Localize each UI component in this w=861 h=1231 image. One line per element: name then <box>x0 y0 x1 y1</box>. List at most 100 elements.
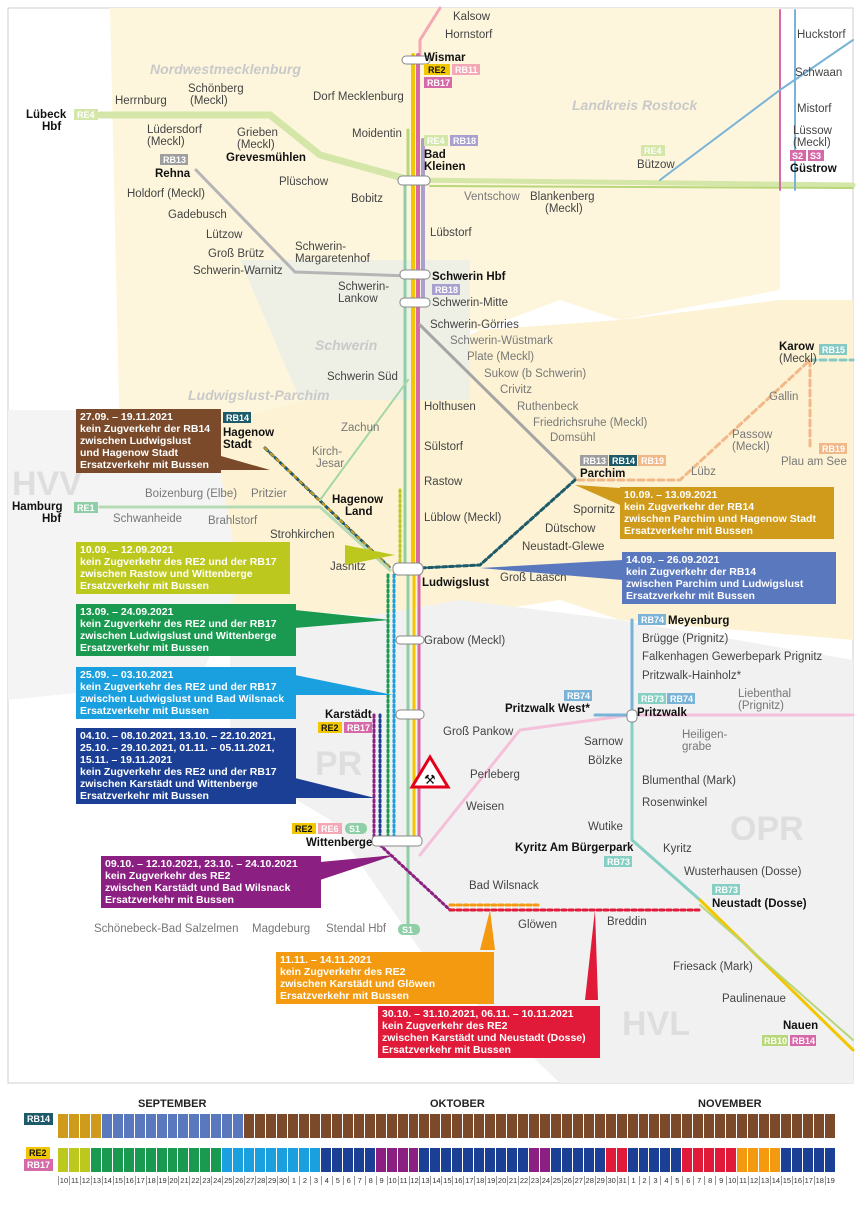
cal-day-number: 18 <box>813 1176 824 1185</box>
badge-rb73-pritzwalk: RB73 <box>641 694 664 704</box>
marker-schwerin-hbf <box>399 269 431 280</box>
station-friesack: Friesack (Mark) <box>673 961 753 973</box>
cal-cell-re2 <box>463 1148 475 1172</box>
station-grabow: Grabow (Meckl) <box>424 635 505 647</box>
badge-rb74-meyenburg-bg <box>638 614 666 625</box>
badge-re2-karstaedt-bg <box>318 722 342 733</box>
station-ludwigslust: Ludwigslust <box>422 577 489 589</box>
cal-cell-re2 <box>266 1148 278 1172</box>
badge-s2: S2 <box>792 151 803 161</box>
cal-cell-re2 <box>288 1148 299 1172</box>
cal-cell-rb14 <box>802 1114 814 1138</box>
cal-day-number: 27 <box>244 1176 255 1185</box>
cal-cell-re2 <box>375 1148 387 1172</box>
cal-cell-rb14 <box>320 1114 332 1138</box>
area-rostock <box>440 8 780 330</box>
notice-re2-karstaedt-neustadt: 30.10. – 31.10.2021, 06.11. – 10.11.2021… <box>378 1006 600 1058</box>
cal-cell-rb14 <box>178 1114 190 1138</box>
line-badges: RE2 RB11 RB17 RE4 RE4 RB18 RE4 RB13 RB18… <box>74 64 847 1046</box>
cal-cell-rb14 <box>375 1114 387 1138</box>
cal-day-number: 8 <box>364 1176 376 1185</box>
cal-day-number: 19 <box>485 1176 496 1185</box>
badge-rb13-rehna: RB13 <box>163 155 186 165</box>
cal-cell-rb14 <box>737 1114 749 1138</box>
notice-re2-karstaedt-badwilsnack: 09.10. – 12.10.2021, 23.10. – 24.10.2021… <box>101 856 321 908</box>
station-holdorf: Holdorf (Meckl) <box>127 188 205 200</box>
badge-rb74-west: RB74 <box>567 691 590 701</box>
cal-day-number: 16 <box>791 1176 802 1185</box>
cal-cell-re2 <box>309 1148 321 1172</box>
cal-cell-re2 <box>189 1148 201 1172</box>
cal-cell-rb14 <box>430 1114 442 1138</box>
badge-rb18-shbf-bg <box>432 284 460 295</box>
cal-cell-rb14 <box>496 1114 508 1138</box>
cal-cell-rb14 <box>507 1114 519 1138</box>
badge-rb18-shbf: RB18 <box>435 285 458 295</box>
cal-cell-rb14 <box>726 1114 738 1138</box>
badge-rb74-pritzwalk: RB74 <box>670 694 693 704</box>
cal-cell-re2 <box>145 1148 157 1172</box>
region-hvl: HVL <box>622 1005 690 1043</box>
cal-cell-re2 <box>277 1148 289 1172</box>
cal-cell-rb14 <box>244 1114 256 1138</box>
cal-day-number: 5 <box>671 1176 682 1185</box>
station-pritzwalk-west: Pritzwalk West* <box>505 703 590 715</box>
station-blankenberg-1: Blankenberg <box>530 191 595 203</box>
cal-cell-rb14 <box>101 1114 113 1138</box>
marker-grabow <box>395 635 425 645</box>
cal-cell-re2 <box>594 1148 606 1172</box>
cal-cell-re2 <box>233 1148 245 1172</box>
station-luebz: Lübz <box>691 466 716 478</box>
cal-cell-re2 <box>769 1148 781 1172</box>
cal-cell-re2 <box>90 1148 102 1172</box>
badge-rb73-neustadt-bg <box>712 884 740 895</box>
station-wittenberge: Wittenberge <box>306 837 372 849</box>
cal-cell-re2 <box>353 1148 365 1172</box>
station-luessow-1: Lüssow <box>793 125 833 137</box>
cal-cell-re2 <box>255 1148 267 1172</box>
station-weisen: Weisen <box>466 801 504 813</box>
station-domsuehl: Domsühl <box>550 432 595 444</box>
cal-day-number: 15 <box>441 1176 452 1185</box>
station-kyritz: Kyritz <box>663 843 692 855</box>
cal-cell-re2 <box>200 1148 212 1172</box>
line-perleberg <box>418 713 855 857</box>
station-wusterhausen: Wusterhausen (Dosse) <box>684 866 802 878</box>
cal-cell-re2 <box>298 1148 310 1172</box>
cal-day-number: 17 <box>134 1176 145 1185</box>
cal-cell-rb14 <box>824 1114 836 1138</box>
station-hamburg-2: Hbf <box>42 513 61 525</box>
badge-s3-bg <box>808 150 824 161</box>
station-schwaan: Schwaan <box>795 67 842 79</box>
cal-day-number: 15 <box>780 1176 792 1185</box>
badge-s1-wb: S1 <box>349 824 360 834</box>
pointer-n5 <box>295 610 390 628</box>
cal-cell-re2 <box>178 1148 190 1172</box>
badge-rb15-bg <box>819 344 847 355</box>
cal-cell-re2 <box>452 1148 464 1172</box>
region-opr: OPR <box>730 810 804 848</box>
badge-rb13-parchim-bg <box>580 455 608 466</box>
cal-day-number: 12 <box>748 1176 759 1185</box>
station-neustadt-dosse: Neustadt (Dosse) <box>712 898 807 910</box>
cal-row-rb14 <box>58 1114 836 1138</box>
cal-day-number: 24 <box>539 1176 551 1185</box>
station-luebeck-2: Hbf <box>42 121 61 133</box>
cal-cell-re2 <box>496 1148 508 1172</box>
station-passow-2: (Meckl) <box>732 441 770 453</box>
cal-day-number: 11 <box>737 1176 748 1185</box>
cal-cell-rb14 <box>561 1114 573 1138</box>
station-bruegge: Brügge (Prignitz) <box>642 633 728 645</box>
cal-cell-rb14 <box>58 1114 69 1138</box>
badge-rb73-pritzwalk-bg <box>638 693 666 704</box>
station-blankenberg-2: (Meckl) <box>545 203 583 215</box>
badge-s3: S3 <box>810 151 821 161</box>
badge-re1: RE1 <box>77 503 95 513</box>
cal-cell-re2 <box>123 1148 135 1172</box>
cal-day-number: 16 <box>123 1176 134 1185</box>
cal-cell-re2 <box>693 1148 705 1172</box>
construction-warning-icon: ⚒ <box>409 754 451 789</box>
cal-day-number: 24 <box>211 1176 222 1185</box>
station-schwerin-hbf: Schwerin Hbf <box>432 271 506 283</box>
cal-cell-re2 <box>550 1148 562 1172</box>
